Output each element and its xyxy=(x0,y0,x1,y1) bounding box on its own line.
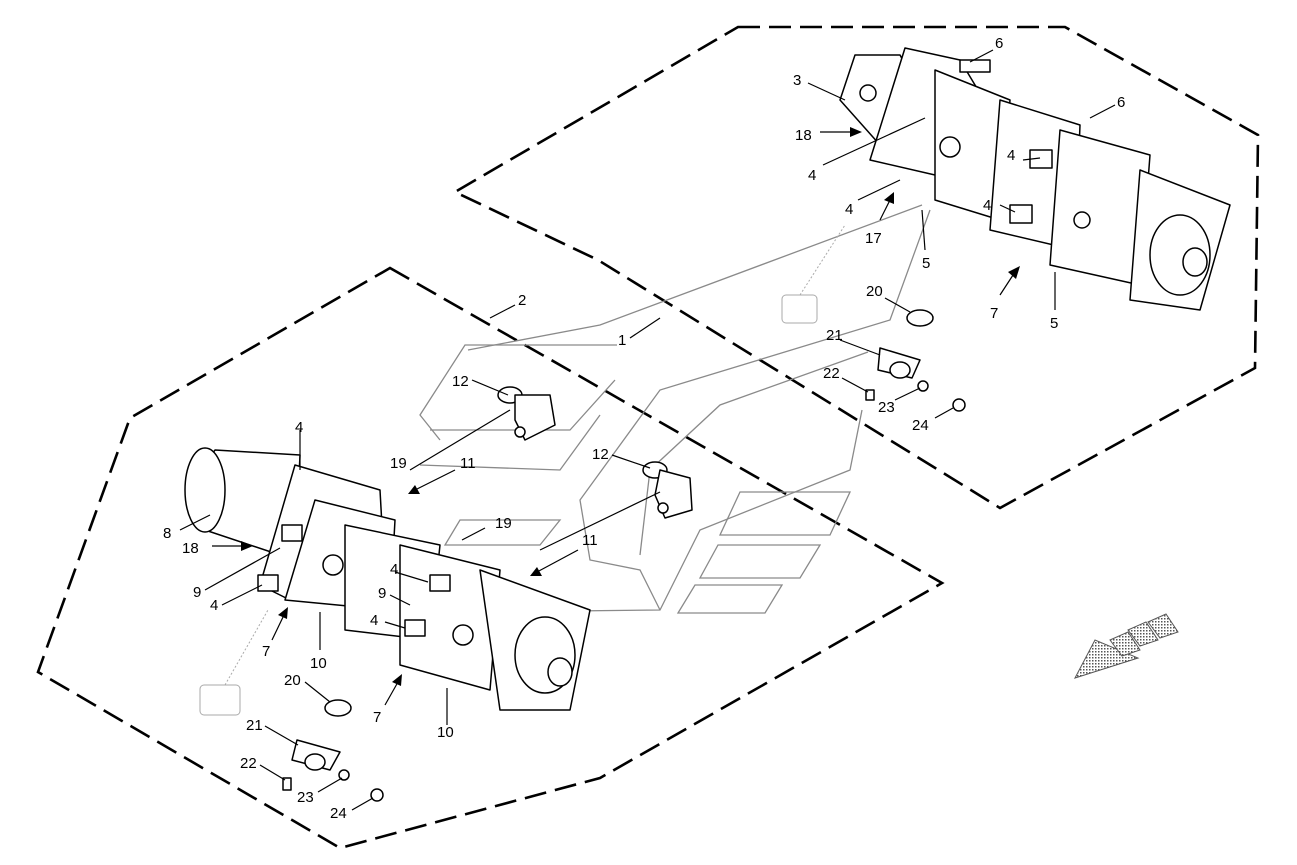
callout-4: 4 xyxy=(1007,147,1015,164)
callout-23: 23 xyxy=(878,399,895,416)
hardware-upper xyxy=(865,309,966,412)
callout-24: 24 xyxy=(912,417,929,434)
bracket-12-left xyxy=(497,386,556,441)
callout-5: 5 xyxy=(922,255,930,272)
direction-arrow-icon xyxy=(1073,613,1179,679)
hardware-lower xyxy=(282,699,384,802)
callout-6: 6 xyxy=(995,35,1003,52)
ghost-sensor-lower xyxy=(199,609,269,716)
upper-assembly-boundary xyxy=(452,25,1260,510)
callout-24: 24 xyxy=(330,805,347,822)
callout-1: 1 xyxy=(618,332,626,349)
callout-12: 12 xyxy=(452,373,469,390)
ghost-sensor-upper xyxy=(781,224,846,324)
callout-7: 7 xyxy=(373,709,381,726)
callout-20: 20 xyxy=(866,283,883,300)
callout-4: 4 xyxy=(210,597,218,614)
callout-21: 21 xyxy=(826,327,843,344)
callout-22: 22 xyxy=(240,755,257,772)
callout-18: 18 xyxy=(795,127,812,144)
arrow-pointers xyxy=(212,127,1020,706)
callout-17: 17 xyxy=(865,230,882,247)
upper-pump-assembly xyxy=(839,47,1231,311)
callout-4: 4 xyxy=(370,612,378,629)
callout-22: 22 xyxy=(823,365,840,382)
callout-23: 23 xyxy=(297,789,314,806)
callout-5: 5 xyxy=(1050,315,1058,332)
callout-19: 19 xyxy=(495,515,512,532)
callout-4: 4 xyxy=(390,561,398,578)
bracket-12-right xyxy=(642,461,693,519)
callout-6: 6 xyxy=(1117,94,1125,111)
callout-12: 12 xyxy=(592,446,609,463)
leader-lines xyxy=(179,49,1116,811)
lower-assembly-boundary xyxy=(36,266,945,850)
callout-4: 4 xyxy=(295,419,303,436)
callout-labels: 6 6 3 18 4 4 17 4 4 5 5 7 20 21 22 23 24… xyxy=(163,35,1125,822)
callout-3: 3 xyxy=(793,72,801,89)
callout-2: 2 xyxy=(518,292,526,309)
callout-9: 9 xyxy=(193,584,201,601)
guide-lines xyxy=(419,204,931,614)
callout-20: 20 xyxy=(284,672,301,689)
callout-11: 11 xyxy=(582,532,598,549)
callout-10: 10 xyxy=(310,655,327,672)
callout-4: 4 xyxy=(808,167,816,184)
callout-18: 18 xyxy=(182,540,199,557)
callout-11: 11 xyxy=(460,455,476,472)
lower-pump-assembly xyxy=(184,447,591,711)
callout-7: 7 xyxy=(262,643,270,660)
callout-8: 8 xyxy=(163,525,171,542)
callout-19: 19 xyxy=(390,455,407,472)
callout-7: 7 xyxy=(990,305,998,322)
callout-10: 10 xyxy=(437,724,454,741)
callout-4: 4 xyxy=(983,197,991,214)
callout-21: 21 xyxy=(246,717,263,734)
callout-9: 9 xyxy=(378,585,386,602)
callout-4: 4 xyxy=(845,201,853,218)
